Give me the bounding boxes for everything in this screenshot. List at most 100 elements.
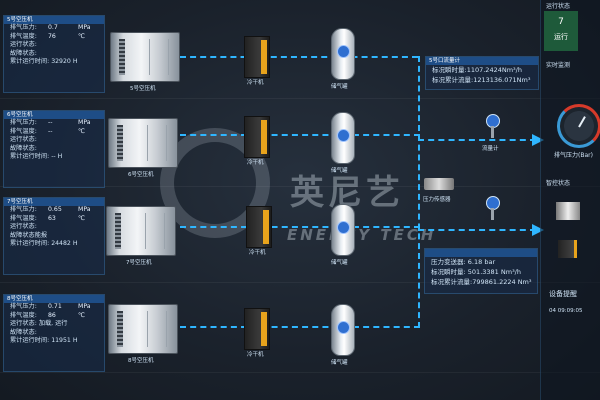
pipe xyxy=(180,56,418,58)
run-status-card[interactable]: 7 运行 xyxy=(544,11,578,51)
dryer-label: 冷干机 xyxy=(247,160,264,166)
air-tank-icon[interactable] xyxy=(331,204,355,256)
dryer-icon[interactable] xyxy=(244,308,270,350)
flow-title xyxy=(425,249,537,257)
pressure-unit: MPa xyxy=(78,303,91,310)
temp-unit: ℃ xyxy=(78,127,85,135)
instant-row: 标况瞬时量: 501.3381 Nm³/h xyxy=(425,267,537,277)
compressor-icon[interactable] xyxy=(110,32,180,82)
runtime-label: 累计运行时间: xyxy=(10,337,50,345)
dryer-label: 冷干机 xyxy=(249,250,266,256)
run-state-label: 运行状态: xyxy=(10,41,37,49)
runtime-row: 累计运行时间: 24482 H xyxy=(4,240,104,249)
compressor-label: 7号空压机 xyxy=(126,260,152,266)
run-state-label: 运行状态: xyxy=(10,136,37,144)
dryer-icon[interactable] xyxy=(244,116,270,158)
pressure-unit: MPa xyxy=(78,119,91,126)
dryer-label: 冷干机 xyxy=(247,352,264,358)
alert-header: 设备提醒 xyxy=(549,290,577,298)
pressure-value: 0.7 xyxy=(48,24,58,31)
pressure-label: 压力变送器: xyxy=(431,258,466,266)
runtime-value: 24482 xyxy=(51,240,71,248)
runtime-row: 累计运行时间: -- H xyxy=(4,153,104,162)
air-tank-icon[interactable] xyxy=(331,112,355,164)
compressor-thumb-icon[interactable] xyxy=(556,202,580,220)
temp-value: -- xyxy=(48,127,53,135)
run-count: 7 xyxy=(558,17,564,27)
runtime-value: 32920 xyxy=(51,58,71,66)
dryer-label: 冷干机 xyxy=(247,80,264,86)
pressure-unit: MPa xyxy=(78,206,91,213)
run-state-row: 运行状态: 加载, 运行 xyxy=(4,320,104,329)
pressure-row: 压力变送器: 6.18 bar xyxy=(425,257,537,267)
pressure-gauge xyxy=(557,104,600,148)
total-row: 标况累计流量:1213136.071Nm³ xyxy=(426,75,538,85)
runtime-value: -- xyxy=(51,153,56,161)
pressure-sensor-icon[interactable] xyxy=(424,178,454,190)
instant-label: 标况瞬时量: xyxy=(431,268,466,276)
runtime-label: 累计运行时间: xyxy=(10,58,50,66)
run-label: 运行 xyxy=(554,33,568,41)
fault-label: 故障状态: xyxy=(10,144,37,152)
compressor-icon[interactable] xyxy=(106,206,176,256)
run-state-value: 加载, 运行 xyxy=(38,320,68,328)
fault-row: 故障状态能报 xyxy=(4,232,104,241)
flowmeter-icon[interactable] xyxy=(486,196,500,222)
pressure-value: 0.65 xyxy=(48,206,62,213)
alert-item[interactable]: 04 09:09:05 xyxy=(549,308,583,314)
fault-label: 故障状态: xyxy=(10,49,37,57)
compressor-label: 5号空压机 xyxy=(130,86,156,92)
fault-label: 故障状态: xyxy=(10,328,37,336)
temp-row: 排气温度: 76℃ xyxy=(10,32,85,40)
temp-unit: ℃ xyxy=(78,32,85,40)
grid-line xyxy=(0,372,600,373)
pipe xyxy=(418,229,536,231)
temp-value: 76 xyxy=(48,32,56,40)
runtime-unit: H xyxy=(72,240,78,248)
flowmeter-icon[interactable] xyxy=(486,114,500,140)
dryer-thumb-icon[interactable] xyxy=(558,240,577,258)
runtime-unit: H xyxy=(57,153,63,161)
air-tank-icon[interactable] xyxy=(331,304,355,356)
tank-label: 储气罐 xyxy=(331,84,348,90)
panel-title: 8号空压机 xyxy=(4,295,104,303)
total-label: 标况累计流量: xyxy=(431,278,473,286)
pipe xyxy=(180,326,420,328)
dryer-icon[interactable] xyxy=(246,206,272,248)
right-sidebar xyxy=(540,0,600,400)
pressure-value: 6.18 xyxy=(467,258,483,266)
dryer-icon[interactable] xyxy=(244,36,270,78)
temp-unit: ℃ xyxy=(78,311,85,319)
runtime-row: 累计运行时间: 32920 H xyxy=(4,58,104,67)
runtime-unit: H xyxy=(72,337,78,345)
total-value: 1213136.071Nm³ xyxy=(473,76,531,84)
temp-row: 排气温度: 86℃ xyxy=(10,311,85,319)
flowmeter-label: 流量计 xyxy=(482,146,499,152)
runtime-value: 11951 xyxy=(51,337,71,345)
compressor-icon[interactable] xyxy=(108,304,178,354)
temp-value: 86 xyxy=(48,311,56,319)
runtime-row: 累计运行时间: 11951 H xyxy=(4,337,104,346)
flow-panel-2: 压力变送器: 6.18 bar 标况瞬时量: 501.3381 Nm³/h 标况… xyxy=(424,248,538,294)
tank-label: 储气罐 xyxy=(331,360,348,366)
instant-label: 标况瞬时量: xyxy=(432,66,467,74)
fault-value: 故障状态能报 xyxy=(10,231,48,239)
flow-title: 5号口流量计 xyxy=(426,57,538,65)
air-tank-icon[interactable] xyxy=(331,28,355,80)
temp-value: 63 xyxy=(48,214,56,222)
flow-panel-1: 5号口流量计 标况瞬时量:1107.2424Nm³/h 标况累计流量:12131… xyxy=(425,56,539,90)
instant-unit: Nm³/h xyxy=(500,268,521,276)
gauge-label: 排气压力(Bar) xyxy=(554,152,593,159)
pipe xyxy=(418,139,536,141)
pipe xyxy=(180,134,420,136)
compressor-icon[interactable] xyxy=(108,118,178,168)
total-label: 标况累计流量: xyxy=(432,76,474,84)
temp-row: 排气温度: 63℃ xyxy=(10,214,85,222)
monitor-header: 实时监测 xyxy=(546,62,571,69)
run-state-label: 运行状态: xyxy=(10,223,37,231)
pipe xyxy=(418,56,420,328)
instant-value: 1107.2424Nm³/h xyxy=(466,66,522,74)
